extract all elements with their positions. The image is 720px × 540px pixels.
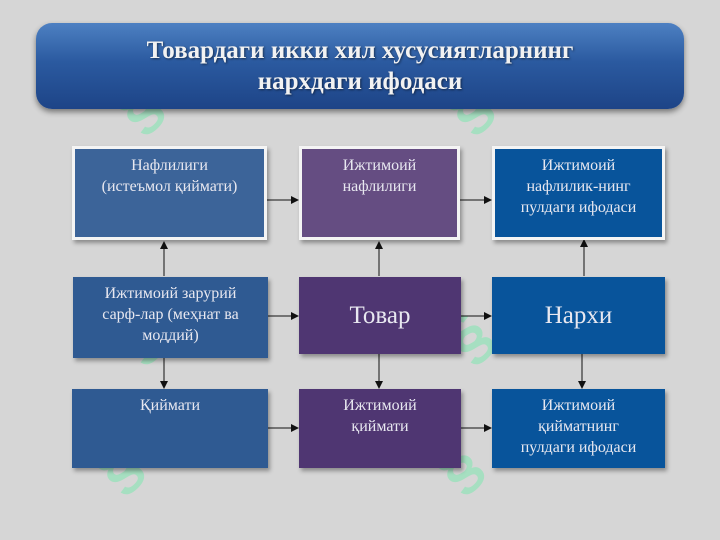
box-text: қиймати: [351, 418, 409, 435]
box-text: нафлилик-нинг: [526, 178, 631, 195]
box-text: Ижтимоий: [342, 157, 417, 174]
box-text: Ижтимоий: [343, 397, 417, 414]
box-text: қийматнинг: [538, 418, 619, 435]
page-title: Товардаги икки хил хусусиятларнинг нархд…: [147, 35, 574, 97]
box-text: нафлилиги: [342, 178, 417, 195]
title-line: Товардаги икки хил хусусиятларнинг: [146, 37, 574, 64]
box-naflilik: Нафлилиги (истеъмол қиймати): [72, 146, 267, 240]
box-ijtimoiy-naflilik: Ижтимоий нафлилиги: [299, 146, 460, 240]
box-narxi: Нархи: [492, 277, 665, 354]
title-line: нархдаги ифодаси: [257, 68, 463, 95]
box-text: Ижтимоий: [541, 157, 616, 174]
box-ijtimoiy-naflilik-pul: Ижтимоий нафлилик-нинг пулдаги ифодаси: [492, 146, 665, 240]
box-tovar: Товар: [299, 277, 461, 354]
title-banner: Товардаги икки хил хусусиятларнинг нархд…: [36, 23, 684, 109]
box-text: Нархи: [544, 302, 613, 329]
box-zaruriy-sarf: Ижтимоий зарурий сарф-лар (меҳнат ва мод…: [73, 277, 268, 358]
box-ijtimoiy-qiymat: Ижтимоий қиймати: [299, 389, 461, 468]
box-text: сарф-лар (меҳнат ва: [102, 306, 239, 323]
box-text: Қиймати: [139, 397, 201, 414]
box-text: пулдаги ифодаси: [520, 199, 637, 216]
box-qiymati: Қиймати: [72, 389, 268, 468]
box-text: (истеъмол қиймати): [101, 178, 238, 195]
box-text: Нафлилиги: [131, 157, 208, 174]
box-text: моддий): [142, 327, 199, 344]
box-text: Ижтимоий зарурий: [104, 285, 237, 302]
box-text: Товар: [349, 302, 411, 329]
box-ijtimoiy-qiymat-pul: Ижтимоий қийматнинг пулдаги ифодаси: [492, 389, 665, 468]
box-text: пулдаги ифодаси: [520, 439, 637, 456]
box-text: Ижтимоий: [541, 397, 616, 414]
